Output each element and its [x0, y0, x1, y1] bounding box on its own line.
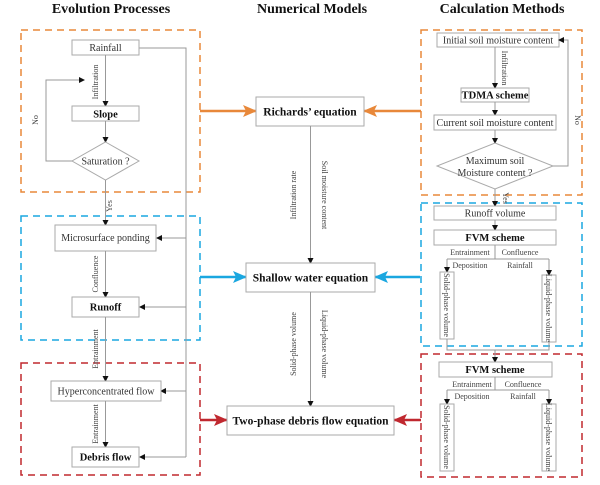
cyan-to-red-connector	[446, 339, 550, 362]
current-soil-moisture-label: Current soil moisture content	[437, 118, 554, 129]
initial-soil-moisture-label: Initial soil moisture content	[443, 36, 553, 47]
runoff-volume-label: Runoff volume	[465, 209, 526, 220]
entrainment-label-calc-1: Entrainment	[450, 248, 490, 257]
liquid-phase-volume-label-mid: Liquid-phase volume	[320, 310, 329, 379]
confluence-label-calc-1: Confluence	[502, 248, 539, 257]
infiltration-label-right: Infiltration	[500, 51, 509, 86]
fvm1-branch-lines	[447, 245, 549, 260]
rainfall-label: Rainfall	[89, 43, 121, 54]
no-label-right: No	[573, 115, 582, 125]
runoff-label: Runoff	[90, 303, 122, 314]
slope-label: Slope	[93, 110, 118, 121]
entrainment-label-calc-2: Entrainment	[452, 380, 492, 389]
two-phase-equation-label: Two-phase debris flow equation	[232, 416, 389, 428]
maximum-moisture-label-line1: Maximum soil	[466, 156, 525, 167]
liquid-phase-volume-label-2: Liquid-phase volume	[544, 403, 553, 472]
rainfall-label-calc-1: Rainfall	[507, 261, 534, 270]
header-evolution-processes: Evolution Processes	[52, 2, 171, 17]
infiltration-label: Infiltration	[91, 65, 100, 100]
liquid-phase-volume-box-2	[541, 403, 557, 472]
shallow-water-equation-box	[245, 262, 376, 293]
entrainment-label-left-2: Entrainment	[91, 403, 100, 443]
hyperconcentrated-flow-label: Hyperconcentrated flow	[58, 387, 156, 398]
confluence-label-left: Confluence	[91, 255, 100, 292]
tdma-scheme-label: TDMA scheme	[462, 91, 529, 102]
entrainment-label-left-1: Entrainment	[91, 328, 100, 368]
microsurface-ponding-box	[54, 224, 157, 252]
deposition-label-calc-2: Deposition	[454, 392, 489, 401]
saturation-label: Saturation ?	[81, 157, 130, 168]
group-calc-orange	[420, 29, 583, 196]
fvm-scheme-label-1: FVM scheme	[465, 233, 525, 244]
fvm2-branch-lines	[447, 377, 549, 391]
infiltration-rate-label: Infiltration rate	[289, 170, 298, 219]
rainfall-label-calc-2: Rainfall	[510, 392, 537, 401]
solid-phase-volume-box-2	[439, 403, 455, 472]
yes-label-right: Yes	[501, 192, 510, 204]
no-label-left: No	[31, 115, 40, 125]
liquid-phase-volume-label-1: Liquid-phase volume	[544, 274, 553, 343]
confluence-label-calc-2: Confluence	[505, 380, 542, 389]
soil-moisture-content-label: Soil moisture content	[320, 161, 329, 230]
microsurface-ponding-label: Microsurface ponding	[61, 233, 150, 244]
fvm-scheme-label-2: FVM scheme	[465, 365, 525, 376]
deposition-label-calc-1: Deposition	[452, 261, 487, 270]
no-loop-line-right	[553, 37, 569, 167]
header-calculation-methods: Calculation Methods	[440, 2, 565, 17]
debris-flow-box	[71, 446, 140, 468]
shallow-water-equation-label: Shallow water equation	[253, 273, 369, 285]
yes-label-left: Yes	[105, 200, 114, 212]
maximum-moisture-label-line2: Moisture content ?	[458, 168, 534, 179]
solid-phase-volume-label-2: Solid-phase volume	[442, 405, 451, 469]
no-loop-line	[45, 77, 85, 162]
debris-flow-label: Debris flow	[80, 453, 132, 464]
header-numerical-models: Numerical Models	[257, 2, 368, 17]
rainfall-bus-line	[139, 47, 187, 457]
solid-phase-volume-label-1: Solid-phase volume	[442, 273, 451, 337]
group-infiltration-orange	[20, 29, 201, 193]
solid-phase-volume-label-mid: Solid-phase volume	[289, 312, 298, 376]
two-phase-equation-box	[226, 405, 395, 436]
richards-equation-label: Richards’ equation	[263, 107, 357, 119]
group-calc-red	[420, 353, 583, 478]
richards-equation-box	[255, 96, 365, 127]
group-calc-cyan	[420, 202, 583, 347]
